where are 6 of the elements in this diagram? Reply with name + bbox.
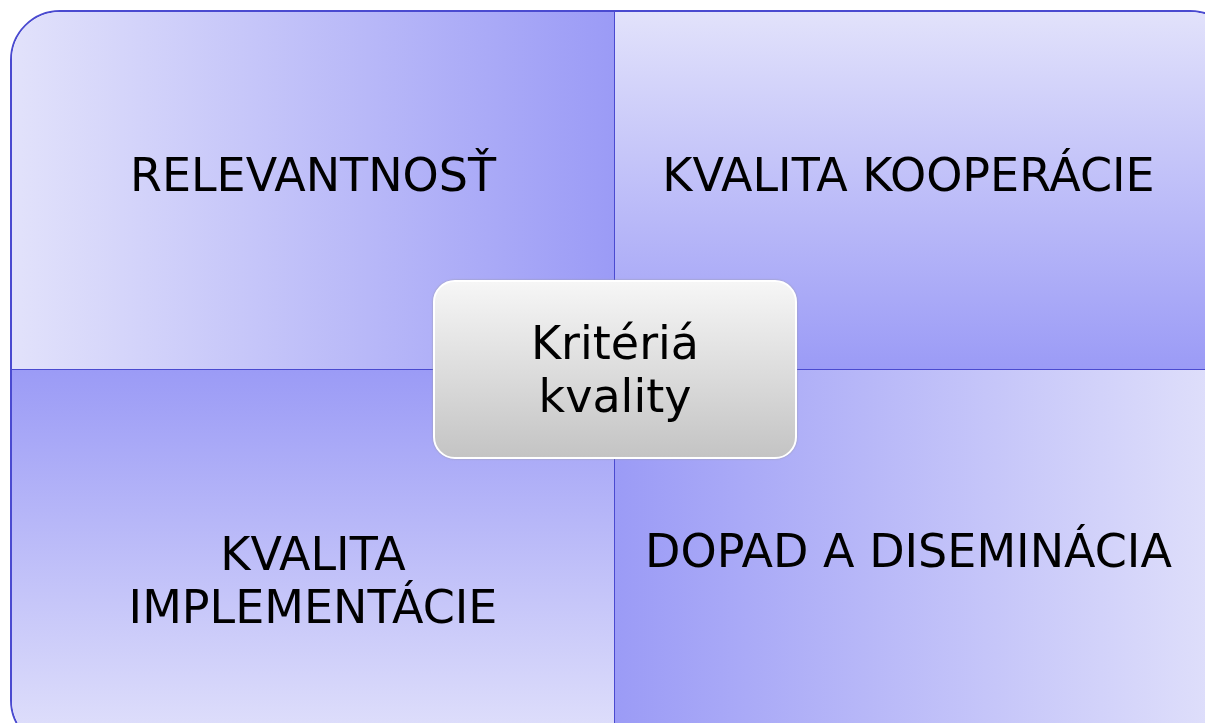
quadrant-title: KVALITA KOOPERÁCIE [662,149,1155,202]
quadrant-title: KVALITA IMPLEMENTÁCIE [127,528,499,634]
quadrant-title: DOPAD A DISEMINÁCIA [645,524,1172,578]
center-box [433,280,797,459]
center-title: Kritériá kvality [529,316,701,423]
quadrant-title: RELEVANTNOSŤ [129,149,497,202]
